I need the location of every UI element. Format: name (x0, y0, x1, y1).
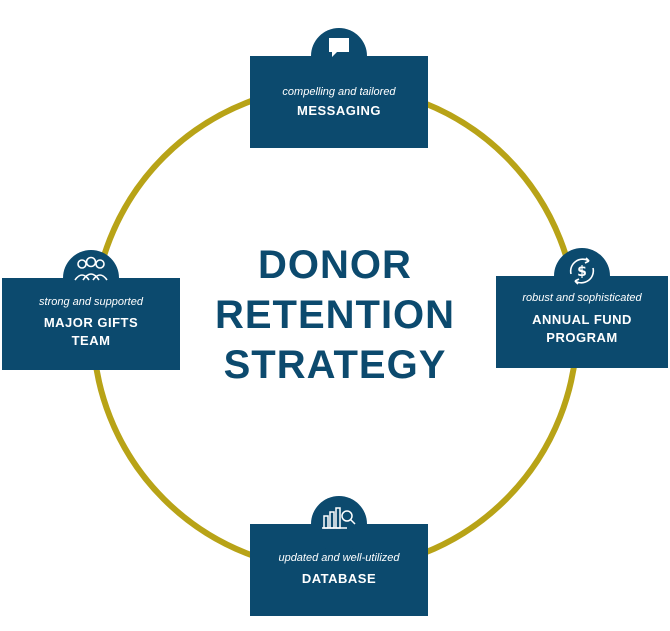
dollar-cycle-icon: $ (569, 257, 595, 285)
speech-bubble-icon (329, 38, 349, 57)
center-title-line-3: STRATEGY (223, 343, 447, 387)
node-annual-fund-subtitle: robust and sophisticated (522, 292, 642, 304)
node-database: updated and well-utilized DATABASE (250, 496, 428, 616)
node-messaging: compelling and tailored MESSAGING (250, 28, 428, 148)
node-major-gifts-subtitle: strong and supported (39, 296, 143, 308)
center-title-line-2: RETENTION (214, 293, 456, 337)
node-database-label: DATABASE (301, 571, 377, 586)
node-major-gifts-label-line-1: MAJOR GIFTS (43, 315, 139, 330)
people-group-icon (74, 256, 108, 281)
node-major-gifts-label-line-2: TEAM (71, 333, 111, 348)
node-messaging-subtitle: compelling and tailored (282, 86, 396, 98)
node-database-tab (311, 496, 367, 552)
svg-text:$: $ (577, 264, 587, 280)
node-annual-fund-label-line-2: PROGRAM (546, 330, 618, 345)
chart-search-icon (322, 507, 356, 529)
node-annual-fund: $ robust and sophisticated ANNUAL FUND P… (496, 248, 668, 368)
node-annual-fund-label-line-1: ANNUAL FUND (532, 312, 632, 327)
node-messaging-tab (311, 28, 367, 84)
center-title: DONOR RETENTION STRATEGY (185, 240, 485, 390)
node-major-gifts-tab (63, 250, 119, 306)
center-title-line-1: DONOR (258, 243, 412, 287)
node-messaging-label: MESSAGING (297, 103, 381, 118)
node-major-gifts: strong and supported MAJOR GIFTS TEAM (2, 250, 180, 370)
node-database-subtitle: updated and well-utilized (278, 552, 400, 564)
node-annual-fund-tab: $ (554, 248, 610, 304)
